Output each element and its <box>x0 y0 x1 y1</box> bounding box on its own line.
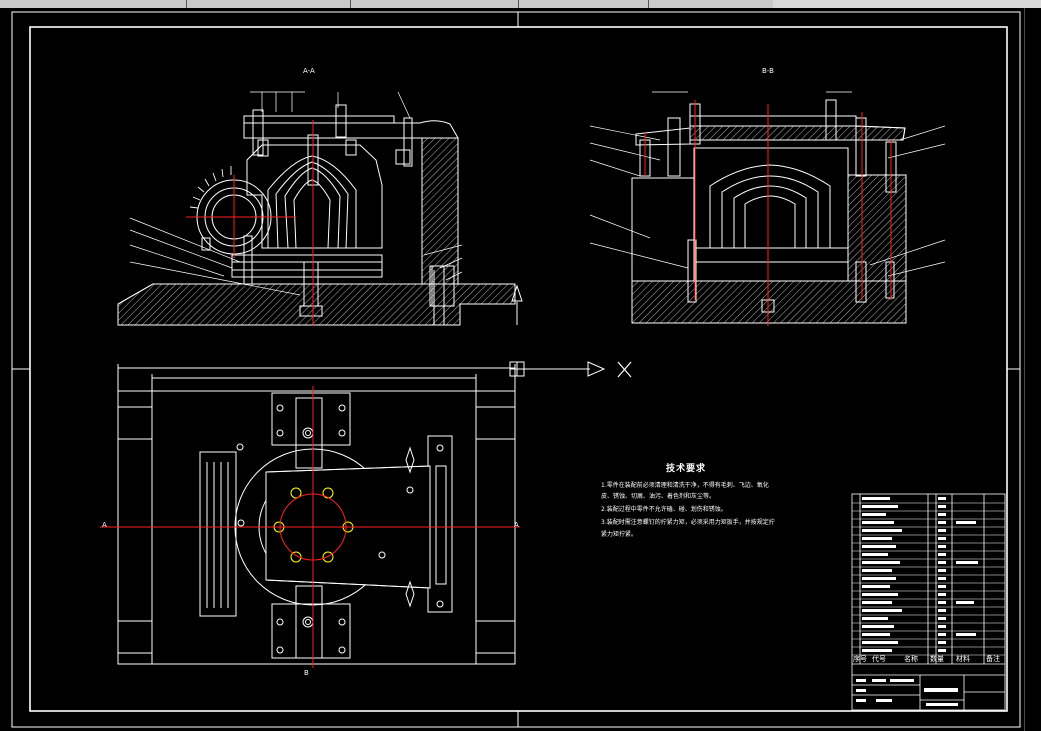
plan-section-marker-left: A <box>102 521 107 529</box>
vertical-scrollbar[interactable] <box>1024 8 1041 731</box>
toolbar-divider <box>350 0 351 8</box>
frame-center-marks <box>12 12 1020 727</box>
arrow-right-icon <box>587 361 606 377</box>
toolbar-divider <box>186 0 187 8</box>
ucs-axis-label: X <box>631 381 632 382</box>
tech-requirement-line: 2.装配过程中零件不允许磕、碰、划伤和锈蚀。 <box>601 506 727 513</box>
section-a-title: A-A <box>303 67 315 75</box>
title-block-header-material: 材料 <box>956 655 970 663</box>
toolbar-divider <box>648 0 649 8</box>
section-b-centerlines <box>644 100 892 326</box>
section-a-view <box>117 91 523 326</box>
plan-section-marker-right: A <box>514 521 519 529</box>
title-block-header-code: 代号 <box>872 655 886 663</box>
plan-centerlines <box>100 386 520 668</box>
toolbar-divider <box>518 0 519 8</box>
toolbar-endcap <box>773 0 1041 8</box>
plan-view <box>117 364 516 665</box>
section-a-centerlines <box>186 120 314 326</box>
tech-requirement-line: 1.零件在装配前必须清理和清洗干净，不得有毛刺、飞边、氧化 <box>601 482 769 489</box>
crosshair-cursor-icon <box>617 361 632 378</box>
tech-requirement-line: 紧力矩拧紧。 <box>601 531 638 538</box>
tech-requirement-line: 皮、锈蚀、切屑、油污、着色剂和灰尘等。 <box>601 493 716 500</box>
plan-section-marker-bottom: B <box>304 669 309 677</box>
parts-list-table <box>851 493 1006 711</box>
top-toolbar-strip <box>0 0 1041 8</box>
parts-list-text-marks <box>856 497 978 706</box>
tech-requirements-title: 技术要求 <box>666 464 707 474</box>
title-block-header-qty: 数量 <box>930 655 944 663</box>
ucs-icon <box>509 361 590 377</box>
section-b-view <box>589 91 946 324</box>
title-block-header-no: 序号 <box>853 655 867 663</box>
title-block-header-name: 名称 <box>904 655 918 663</box>
section-b-title: B-B <box>762 67 774 75</box>
tech-requirement-line: 3.装配时需注意螺钉的拧紧力矩，必须采用力矩扳手，并按规定拧 <box>601 519 775 526</box>
title-block-header-note: 备注 <box>986 655 1000 663</box>
